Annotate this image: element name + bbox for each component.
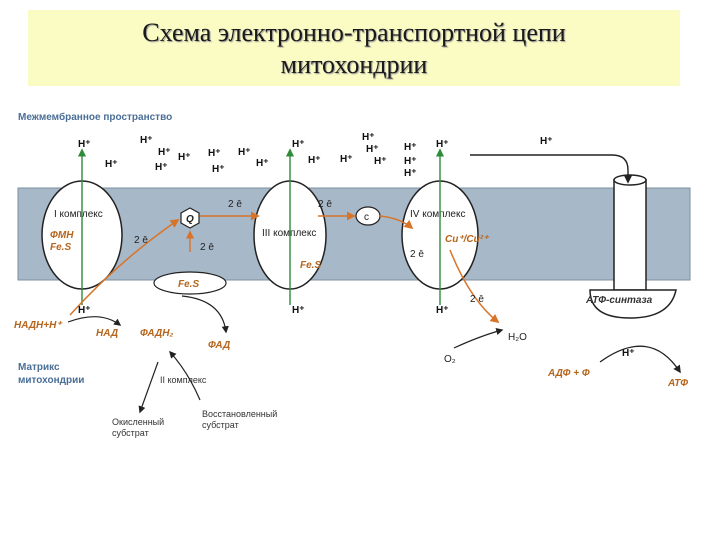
h-ion: H⁺ — [404, 168, 417, 179]
nadh-arrow — [67, 316, 122, 326]
h-ion: H⁺ — [374, 156, 387, 167]
fes-complex-2 — [153, 271, 227, 295]
atp-synthase-label: АТФ-синтаза — [585, 295, 653, 306]
h-ion: H⁺ — [140, 135, 153, 146]
h-ion: H⁺ — [436, 305, 449, 316]
adp-label: АДФ + Ф — [547, 368, 590, 379]
atp-synthesis-arrow — [599, 345, 681, 374]
fes-label-1: Fe.S — [50, 242, 71, 253]
e-label-3: 2 ē — [134, 235, 148, 246]
complex-1-label: I комплекс — [54, 209, 103, 220]
e-label-1: 2 ē — [228, 199, 242, 210]
fadh2-label: ФАДН₂ — [140, 328, 173, 339]
atp-synthase-channel — [613, 179, 647, 291]
h-ion: H⁺ — [540, 136, 553, 147]
atp-label: АТФ — [667, 378, 688, 389]
complex-2-label: II комплекс — [160, 375, 207, 385]
electron-arrow-1 — [69, 218, 180, 316]
fes-label-2: Fe.S — [178, 279, 199, 290]
reduced-substrate-2: субстрат — [202, 420, 239, 430]
oxidized-substrate-2: субстрат — [112, 428, 149, 438]
h-ion: H⁺ — [340, 154, 353, 165]
o2-label: O₂ — [444, 354, 456, 365]
ubiquinone — [180, 207, 200, 229]
title-line-2: митохондрии — [280, 50, 428, 79]
e-label-6: 2 ē — [470, 294, 484, 305]
h-ion: H⁺ — [212, 164, 225, 175]
fadh2-arrow — [181, 295, 229, 334]
oxidized-substrate-1: Окисленный — [112, 417, 164, 427]
h-ion: H⁺ — [208, 148, 221, 159]
h-ion: H⁺ — [404, 142, 417, 153]
etc-diagram: Межмембранное пространство Матрикс митох… — [14, 111, 691, 438]
substrate-arrow-in — [169, 350, 201, 401]
matrix-label-1: Матрикс — [18, 362, 60, 373]
matrix-label-2: митохондрии — [18, 375, 84, 386]
h-ion: H⁺ — [256, 158, 269, 169]
atp-proton-arrow — [470, 154, 633, 184]
e-label-5: 2 ē — [410, 249, 424, 260]
h-ion: H⁺ — [78, 305, 91, 316]
fmn-label: ФМН — [50, 230, 74, 241]
o2-arrow — [453, 328, 504, 349]
cu-label: Cu⁺/Cu²⁺ — [445, 234, 490, 245]
electron-arrow-o2 — [449, 249, 500, 324]
reduced-substrate-1: Восстановленный — [202, 409, 277, 419]
c-label: c — [364, 212, 369, 223]
h-ion: H⁺ — [404, 156, 417, 167]
complex-4-label: IV комплекс — [410, 209, 465, 220]
h-ion: H⁺ — [105, 159, 118, 170]
h-ion: H⁺ — [308, 155, 321, 166]
h-ion: H⁺ — [622, 348, 635, 359]
h-ion: H⁺ — [436, 139, 449, 150]
h-ion: H⁺ — [366, 144, 379, 155]
h-ion: H⁺ — [178, 152, 191, 163]
title-line-1: Схема электронно-транспортной цепи — [142, 18, 566, 47]
nad-label: НАД — [96, 328, 118, 339]
h2o-label: H₂O — [508, 332, 527, 343]
h-ion: H⁺ — [155, 162, 168, 173]
h-ion: H⁺ — [292, 139, 305, 150]
h-ion: H⁺ — [78, 139, 91, 150]
fad-label: ФАД — [208, 340, 230, 351]
atp-synthase-head — [589, 289, 677, 319]
q-label: Q — [186, 214, 194, 225]
e-label-4: 2 ē — [200, 242, 214, 253]
fes-label-3: Fe.S — [300, 260, 321, 271]
h-ion: H⁺ — [238, 147, 251, 158]
substrate-arrow-out — [138, 361, 159, 414]
inner-membrane — [17, 187, 691, 281]
h-ion: H⁺ — [292, 305, 305, 316]
title-box: Схема электронно-транспортной цепи митох… — [28, 10, 680, 86]
electron-arrow-c4 — [379, 215, 414, 230]
intermembrane-label: Межмембранное пространство — [18, 111, 172, 123]
atp-synthase-top — [613, 174, 647, 186]
e-label-2: 2 ē — [318, 199, 332, 210]
h-ion: H⁺ — [362, 132, 375, 143]
h-ion: H⁺ — [158, 147, 171, 158]
nadh-label: НАДН+Н⁺ — [14, 320, 63, 331]
complex-3-label: III комплекс — [262, 228, 316, 239]
